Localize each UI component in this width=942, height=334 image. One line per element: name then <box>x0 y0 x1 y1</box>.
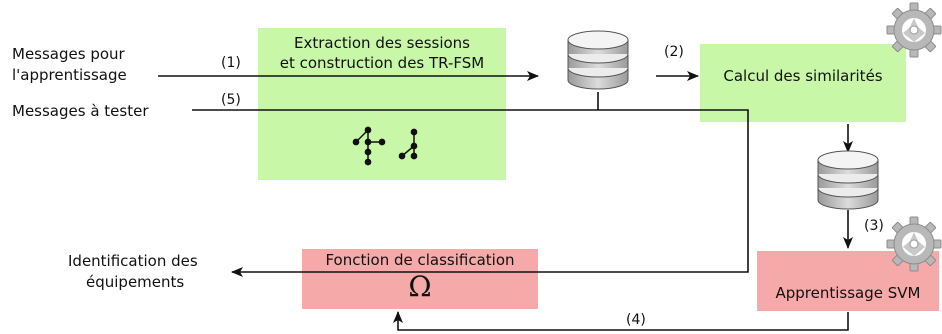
input-test-label: Messages à tester <box>12 102 149 120</box>
step-1-label: (1) <box>221 55 241 71</box>
similarity-title: Calcul des similarités <box>723 67 883 85</box>
extraction-title-1: Extraction des sessions <box>293 34 470 52</box>
output-label-2: équipements <box>86 273 185 291</box>
gear-icon <box>886 216 942 272</box>
output-label-1: Identification des <box>68 252 198 270</box>
step-4-label: (4) <box>626 312 646 328</box>
step-3-label: (3) <box>864 218 884 234</box>
tree-icon <box>398 128 418 160</box>
classification-title: Fonction de classification <box>325 251 515 269</box>
database-2-icon <box>817 150 879 210</box>
input-learning-label-2: l'apprentissage <box>12 66 127 84</box>
tree-icon <box>352 126 386 166</box>
extraction-title-2: et construction des TR-FSM <box>279 54 485 72</box>
arrow-4 <box>393 311 849 331</box>
omega-symbol: Ω <box>408 270 432 303</box>
gear-icon <box>886 2 942 58</box>
input-learning-label-1: Messages pour <box>12 45 125 63</box>
classification-box <box>302 249 538 309</box>
step-2-label: (2) <box>664 44 684 60</box>
similarity-box <box>700 44 906 122</box>
extraction-box <box>258 28 506 180</box>
step-5-label: (5) <box>221 92 241 108</box>
arrow-5 <box>192 109 749 277</box>
svm-title: Apprentissage SVM <box>775 284 921 302</box>
database-1-icon <box>567 30 629 90</box>
